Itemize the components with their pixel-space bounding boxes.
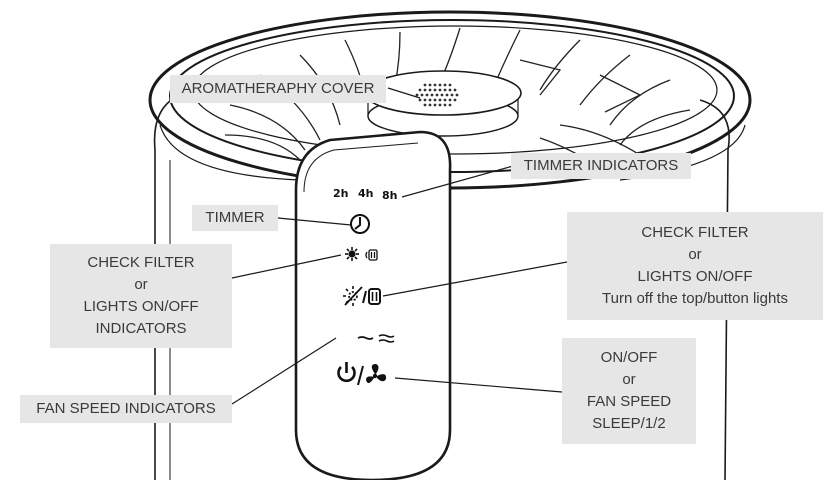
fan-icon[interactable] (366, 364, 387, 384)
high-speed-icon (378, 334, 395, 343)
timer-8h-label: 8h (382, 189, 398, 202)
onoff-line-3: FAN SPEED (586, 393, 672, 410)
aroma-cover-text: AROMATHERAPHY COVER (181, 80, 375, 97)
sun-icon (345, 247, 359, 261)
check-filter-indicators-label: CHECK FILTER or LIGHTS ON/OFF INDICATORS (50, 244, 232, 348)
timer-indicators-label: TIMMER INDICATORS (511, 153, 691, 179)
power-icon[interactable] (337, 362, 356, 383)
aroma-cover (364, 70, 522, 137)
onoff-line-4: SLEEP/1/2 (592, 415, 666, 432)
check-filter-ind-line-4: INDICATORS (95, 320, 187, 337)
check-filter-ind-line-2: or (134, 276, 148, 293)
timer-indicators-text: TIMMER INDICATORS (523, 157, 679, 174)
aroma-vent-holes (415, 83, 459, 107)
clock-icon[interactable] (350, 214, 370, 234)
check-filter-ind-line-1: CHECK FILTER (87, 254, 195, 271)
onoff-label: ON/OFF or FAN SPEED SLEEP/1/2 (562, 338, 696, 444)
filter-icon (365, 249, 378, 261)
onoff-line-2: or (622, 371, 636, 388)
check-filter-btn-line-2: or (688, 246, 702, 263)
check-filter-btn-line-3: LIGHTS ON/OFF (637, 268, 753, 285)
leader-lines (231, 87, 568, 405)
check-filter-button-label: CHECK FILTER or LIGHTS ON/OFF Turn off t… (567, 212, 823, 320)
low-speed-icon (357, 336, 374, 340)
check-filter-btn-line-4: Turn off the top/button lights (602, 290, 788, 307)
fan-speed-indicators-label: FAN SPEED INDICATORS (20, 395, 232, 423)
timer-4h-label: 4h (358, 187, 374, 200)
fan-speed-indicators-text: FAN SPEED INDICATORS (36, 400, 216, 417)
timer-hour-labels: 2h 4h 8h (333, 187, 398, 202)
check-filter-btn-line-1: CHECK FILTER (641, 224, 749, 241)
control-panel (294, 130, 452, 480)
timer-text: TIMMER (205, 209, 265, 226)
timer-2h-label: 2h (333, 187, 349, 200)
timer-label: TIMMER (192, 205, 278, 231)
light-toggle-icon[interactable] (343, 286, 381, 306)
check-filter-ind-line-3: LIGHTS ON/OFF (83, 298, 199, 315)
aroma-cover-label: AROMATHERAPHY COVER (170, 75, 386, 103)
onoff-line-1: ON/OFF (600, 349, 658, 366)
